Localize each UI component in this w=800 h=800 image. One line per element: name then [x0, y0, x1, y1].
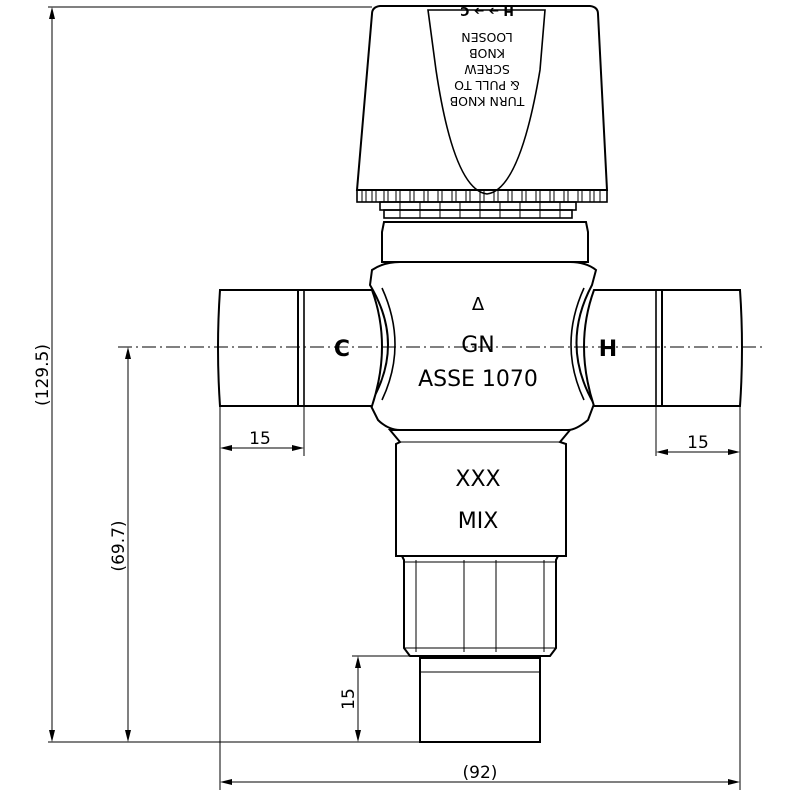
center-to-bottom-label: (69.7) [109, 520, 129, 571]
knob-grip-teeth [361, 190, 601, 202]
overall-width-label: (92) [463, 763, 498, 783]
body-arrow-mark: Δ [472, 294, 485, 315]
left-inlet-length-label: 15 [249, 429, 271, 449]
standard-mark: ASSE 1070 [418, 367, 538, 392]
outlet-mix-mark: MIX [458, 509, 499, 534]
overall-height-label: (129.5) [33, 344, 53, 406]
right-inlet-length-label: 15 [687, 433, 709, 453]
knob-label-line-5: LOOSEN [461, 30, 512, 45]
knob-label-line-3: SCREW [464, 62, 510, 77]
maker-mark: GN [461, 333, 495, 358]
code-mark: XXX [455, 467, 500, 492]
knob-label-line-4: KNOB [469, 46, 505, 61]
knob-direction-label: H ➔ ➔ C [460, 4, 514, 19]
knob-label-line-1: TURN KNOB [450, 94, 526, 109]
dimension-lines [48, 6, 741, 790]
dimension-labels: (129.5) (69.7) (92) 15 15 15 [33, 344, 709, 783]
knob-label-line-2: & PULL TO [454, 78, 520, 93]
outlet-thread-length-label: 15 [339, 688, 359, 710]
body-markings: C H Δ GN ASSE 1070 XXX MIX [334, 294, 617, 534]
hot-inlet-mark: H [599, 337, 617, 362]
knob: TURN KNOB & PULL TO SCREW KNOB LOOSEN H … [355, 4, 609, 219]
valve-body [217, 221, 743, 743]
cold-inlet-mark: C [334, 337, 350, 362]
